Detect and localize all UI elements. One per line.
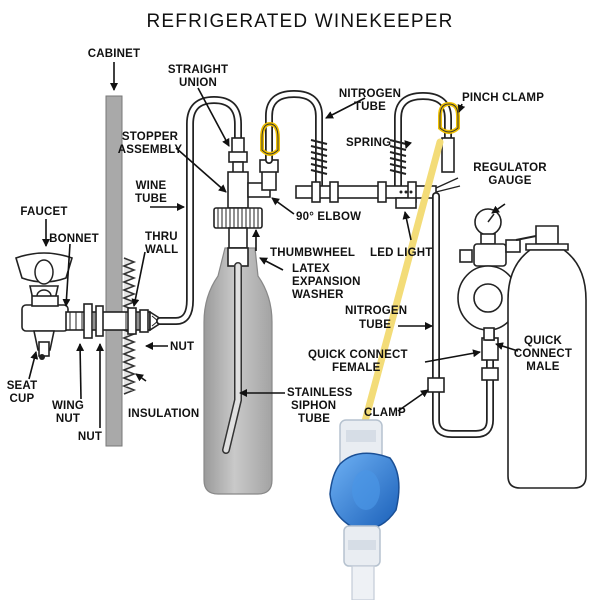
label-regulator-gauge-2: GAUGE xyxy=(488,175,531,187)
wine-tube xyxy=(156,96,242,325)
label-thru-wall-1: THRU xyxy=(145,231,178,243)
label-nut-right: NUT xyxy=(170,341,194,353)
label-stopper-assembly-1: STOPPER xyxy=(122,131,179,143)
label-led-light: LED LIGHT xyxy=(370,247,433,259)
label-pinch-clamp: PINCH CLAMP xyxy=(462,92,544,104)
diagram-title: REFRIGERATED WINEKEEPER xyxy=(146,11,453,32)
label-nitrogen-tube-top-2: TUBE xyxy=(354,101,386,113)
u-tube-clamp xyxy=(427,356,499,438)
labels: CABINET STRAIGHT UNION NITROGEN TUBE PIN… xyxy=(7,48,572,443)
label-latex-1: LATEX xyxy=(292,263,330,275)
yellow-tube-photo xyxy=(356,138,444,444)
label-quick-connect-female-2: FEMALE xyxy=(332,362,381,374)
elbow-90 xyxy=(247,159,279,198)
label-quick-connect-male-3: MALE xyxy=(526,361,560,373)
label-bonnet: BONNET xyxy=(49,233,99,245)
label-insulation: INSULATION xyxy=(128,408,199,420)
blue-valve-photo xyxy=(329,419,400,600)
label-nitrogen-tube-mid-1: NITROGEN xyxy=(345,305,407,317)
nitrogen-tank xyxy=(507,225,587,489)
label-straight-union-2: UNION xyxy=(179,77,217,89)
label-straight-union-1: STRAIGHT xyxy=(168,64,228,76)
led-light xyxy=(395,197,417,209)
label-clamp: CLAMP xyxy=(364,407,406,419)
thru-wall-shank xyxy=(65,303,166,339)
label-thru-wall-2: WALL xyxy=(145,244,178,256)
nitrogen-tube-loop xyxy=(265,90,328,190)
label-wine-tube-2: TUBE xyxy=(135,193,167,205)
label-stainless-1: STAINLESS xyxy=(287,387,353,399)
label-faucet: FAUCET xyxy=(20,206,67,218)
label-cabinet: CABINET xyxy=(88,48,141,60)
label-latex-3: WASHER xyxy=(292,289,344,301)
label-quick-connect-female-1: QUICK CONNECT xyxy=(308,349,408,361)
label-stainless-2: SIPHON xyxy=(291,400,336,412)
faucet xyxy=(15,252,73,360)
label-quick-connect-male-2: CONNECT xyxy=(514,348,572,360)
straight-union xyxy=(228,137,248,175)
label-wine-tube-1: WINE xyxy=(136,180,167,192)
label-seat-cup-2: CUP xyxy=(10,393,35,405)
label-spring: SPRING xyxy=(346,137,391,149)
label-wing-nut-1: WING xyxy=(52,400,84,412)
label-thumbwheel: THUMBWHEEL xyxy=(270,247,355,259)
nitrogen-tube-loop-right xyxy=(389,92,455,190)
stopper-assembly xyxy=(213,171,263,267)
label-regulator-gauge-1: REGULATOR xyxy=(473,162,547,174)
label-stainless-3: TUBE xyxy=(298,413,330,425)
label-elbow-90: 90° ELBOW xyxy=(296,211,361,223)
label-stopper-assembly-2: ASSEMBLY xyxy=(118,144,183,156)
label-latex-2: EXPANSION xyxy=(292,276,361,288)
label-seat-cup-1: SEAT xyxy=(7,380,38,392)
label-quick-connect-male-1: QUICK xyxy=(524,335,563,347)
cabinet-wall xyxy=(105,95,123,447)
label-wing-nut-2: NUT xyxy=(56,413,80,425)
label-nut-bottom: NUT xyxy=(78,431,102,443)
label-nitrogen-tube-top-1: NITROGEN xyxy=(339,88,401,100)
label-nitrogen-tube-mid-2: TUBE xyxy=(359,319,391,331)
leader-lines xyxy=(28,62,519,428)
